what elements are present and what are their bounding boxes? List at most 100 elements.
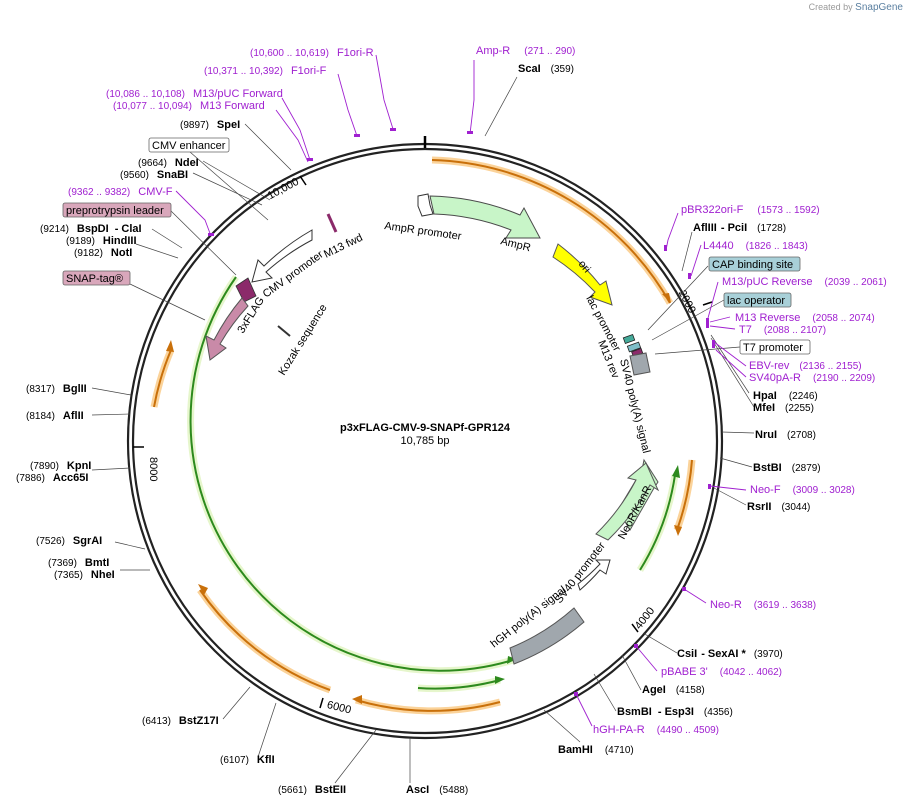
- site-csii: CsiI- SexAI *(3970): [677, 648, 783, 660]
- orf-right-orange-arrowhead: [674, 525, 682, 536]
- orf-left-orange-arrowhead: [166, 340, 174, 352]
- m13-fwd-mark: [326, 213, 338, 233]
- bglii-leader: [91, 387, 132, 396]
- csii-leader: [642, 632, 678, 654]
- f1ori-f-mark: [354, 134, 360, 137]
- lac-operator-leader: [651, 299, 725, 341]
- site-ndei: (9664)NdeI: [138, 157, 199, 169]
- credit-prefix: Created by: [808, 2, 853, 12]
- primer-f1ori-f: (10,371 .. 10,392)F1ori-F: [204, 65, 327, 77]
- site-snabi: (9560)SnaBI: [120, 169, 188, 181]
- site-labels-left: (5661)BstEII (6107)KflI (6413)BstZ17I (7…: [16, 119, 346, 796]
- snap-tag-label: SNAP-tag®: [66, 273, 123, 285]
- rsrii-leader: [713, 487, 747, 506]
- neo-r-leader: [683, 588, 707, 604]
- site-nrui: NruI(2708): [755, 429, 816, 441]
- pbr322ori-f-leader: [665, 212, 679, 251]
- site-scai: ScaI(359): [518, 63, 574, 75]
- bstz17i-leader: [222, 686, 251, 720]
- bsteii-leader: [334, 729, 377, 784]
- snapgene-credit: Created by SnapGene: [809, 2, 903, 13]
- bspdi-leader: [151, 228, 183, 249]
- pbabe-3-mark: [634, 644, 638, 648]
- tick-8000-label: 8000: [147, 457, 159, 481]
- tick-6000-mark: [319, 697, 324, 709]
- primer-amp-r: Amp-R(271 .. 290): [476, 45, 575, 57]
- plasmid-size: 10,785 bp: [401, 435, 450, 447]
- kozak-label: Kozak sequence: [276, 302, 329, 377]
- m13-reverse-mark: [706, 318, 709, 328]
- site-acc65i: (7886)Acc65I: [16, 472, 88, 484]
- primer-labels: Amp-R(271 .. 290) (10,600 .. 10,619)F1or…: [68, 45, 887, 736]
- hgh-pa-r-mark: [574, 692, 578, 696]
- orf-top-orange-arrowhead: [662, 293, 671, 303]
- tick-6000-label: 6000: [326, 699, 353, 717]
- amp-r-leader: [469, 60, 475, 135]
- site-aflii: (8184)AflII: [26, 410, 84, 422]
- m13-forward-leader: [275, 109, 309, 163]
- primer-l4440: L4440(1826 .. 1843): [703, 240, 808, 252]
- m13-puc-forward-leader: [281, 97, 311, 161]
- sv40-promoter-arrow: [577, 559, 611, 591]
- tick-10000-mark: [299, 175, 307, 186]
- cmv-promoter-arrow: [251, 229, 313, 283]
- snap-tag-leader: [129, 283, 206, 321]
- orf-bottom-orange: [355, 699, 501, 712]
- cmv-promoter-label: CMV promoter: [261, 248, 326, 300]
- cap-site-leader: [647, 265, 709, 331]
- tick-4000-mark: [631, 623, 639, 633]
- site-sgrai: (7526)SgrAI: [36, 535, 102, 547]
- features: [205, 193, 660, 665]
- cmv-f-leader: [175, 190, 212, 237]
- primer-pbabe-3: pBABE 3'(4042 .. 4062): [661, 666, 782, 678]
- preprotrypsin-label: preprotrypsin leader: [66, 205, 164, 217]
- snabi-leader: [192, 172, 263, 206]
- primer-neo-r: Neo-R(3619 .. 3638): [710, 599, 816, 611]
- f1ori-r-mark: [390, 128, 396, 131]
- primer-m13-reverse: M13 Reverse(2058 .. 2074): [735, 312, 875, 324]
- boxed-labels: CMV enhancer preprotrypsin leader SNAP-t…: [62, 137, 811, 355]
- tick-2000-mark: [702, 301, 713, 306]
- neo-r-mark: [682, 587, 686, 591]
- tick-2000-label: 2000: [676, 288, 698, 315]
- orf-bottom-orange-arrowhead: [352, 695, 362, 704]
- neo-f-leader: [709, 485, 747, 491]
- orf-top-orange: [431, 159, 671, 304]
- orf-left-orange: [153, 349, 172, 408]
- site-bsteii: (5661)BstEII: [278, 784, 346, 796]
- orf-right-green-arrowhead: [672, 465, 680, 478]
- ampr-promoter-arrow: [417, 193, 434, 217]
- primer-f1ori-r: (10,600 .. 10,619)F1ori-R: [250, 47, 374, 59]
- site-spei: (9897)SpeI: [180, 119, 240, 131]
- flag-block: [235, 277, 257, 303]
- site-noti: (9182)NotI: [74, 247, 132, 259]
- kfli-leader: [257, 702, 277, 758]
- afliii-leader: [681, 231, 693, 272]
- primer-m13-forward: (10,077 .. 10,094)M13 Forward: [113, 100, 265, 112]
- primer-neo-f: Neo-F(3009 .. 3028): [750, 484, 855, 496]
- site-mfei: MfeI(2255): [753, 402, 814, 414]
- lac-operator-box: [723, 292, 792, 308]
- snap-tag-box: [62, 270, 131, 286]
- site-afliii: AflIII- PciI(1728): [693, 222, 786, 234]
- noti-leader: [135, 243, 179, 259]
- t7-promoter-label: T7 promoter: [743, 342, 803, 354]
- site-bglii: (8317)BglII: [26, 383, 87, 395]
- site-kpni: (7890)KpnI: [30, 460, 91, 472]
- ampr-promoter-label: AmpR promoter: [384, 220, 463, 243]
- cmv-enhancer-leader: [189, 151, 269, 221]
- cmv-f-mark: [208, 233, 214, 236]
- site-hindiii: (9189)HindIII: [66, 235, 137, 247]
- amp-r-mark: [467, 131, 473, 134]
- snap-tag-arrow: [205, 297, 249, 361]
- tick-4000-label: 4000: [633, 605, 658, 632]
- m13-forward-mark: [307, 158, 313, 161]
- ori-arrow: [552, 243, 613, 306]
- sgrai-leader: [114, 541, 146, 550]
- cmv-enhancer-label: CMV enhancer: [152, 140, 226, 152]
- plasmid-name: p3xFLAG-CMV-9-SNAPf-GPR124: [340, 422, 511, 434]
- spei-leader: [244, 123, 292, 171]
- sv40pa-r-mark: [712, 340, 715, 348]
- cmv-enhancer-box: [148, 137, 230, 153]
- scai-leader: [484, 76, 518, 137]
